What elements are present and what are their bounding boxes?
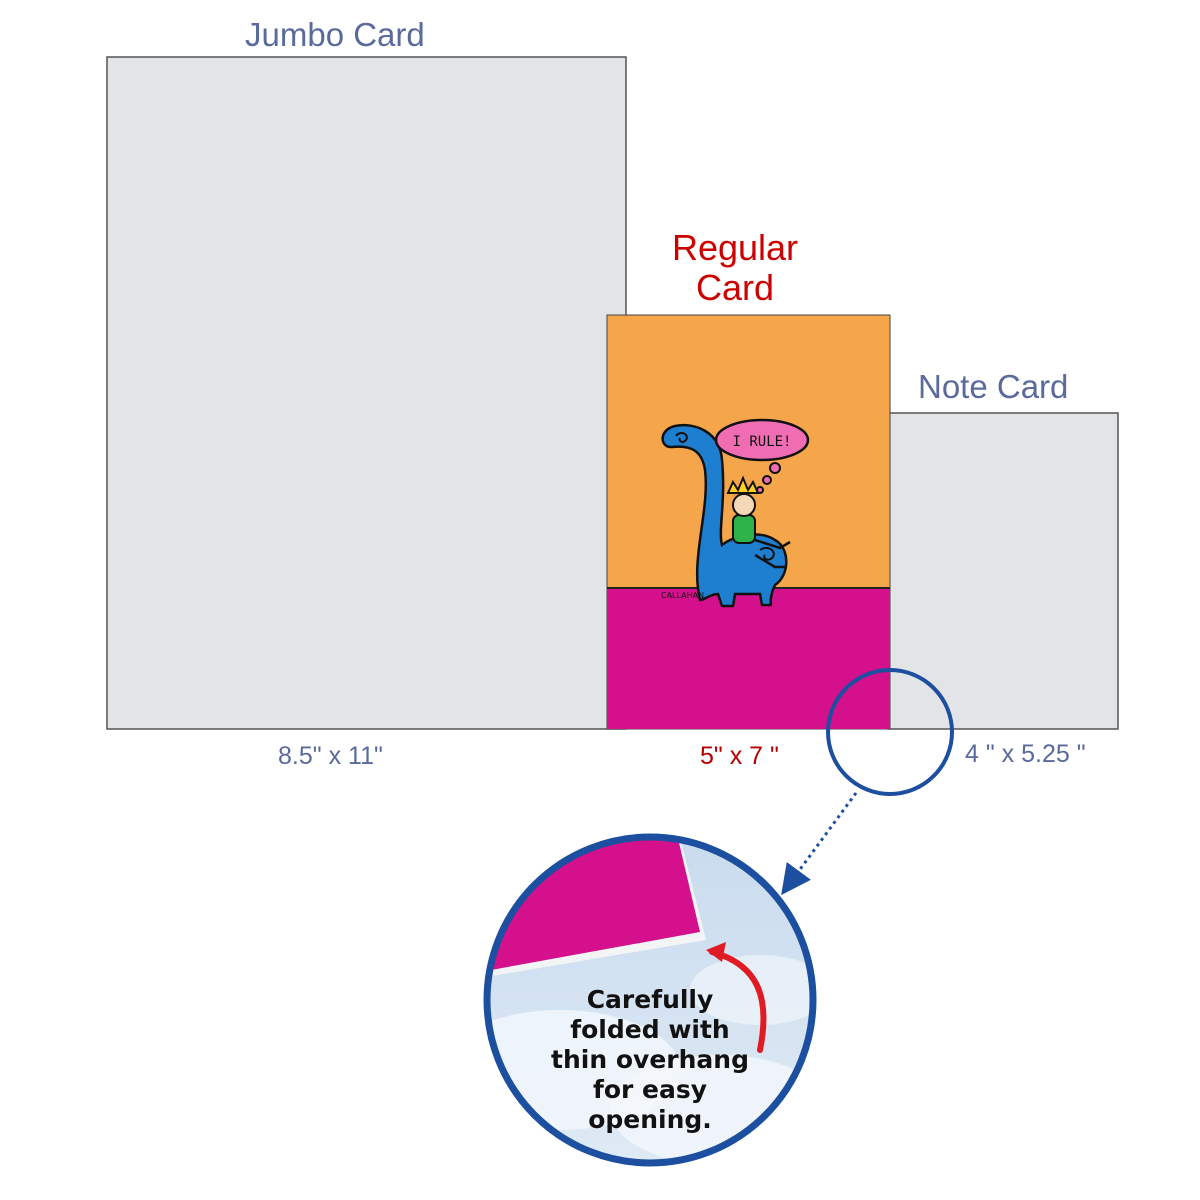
- speech-text: I RULE!: [732, 434, 791, 450]
- regular-card-title: Regular Card: [660, 228, 810, 308]
- regular-card: I RULE! CALLAHAN: [606, 314, 891, 730]
- dotted-pointer-arrow: [781, 792, 858, 896]
- red-curved-arrow: [709, 949, 767, 1053]
- note-card-size: 4 " x 5.25 ": [965, 740, 1086, 768]
- note-card-title: Note Card: [918, 368, 1069, 405]
- caption-line-5: opening.: [588, 1105, 712, 1134]
- magnified-callout-border: [483, 833, 817, 1167]
- note-card: [887, 412, 1119, 730]
- caption-line-2: folded with: [570, 1015, 730, 1044]
- jumbo-card-title: Jumbo Card: [245, 16, 425, 53]
- jumbo-card-size: 8.5" x 11": [278, 742, 383, 770]
- caption-line-3: thin overhang: [551, 1045, 749, 1074]
- caption-line-4: for easy: [592, 1075, 708, 1104]
- regular-title-line1: Regular: [671, 227, 799, 268]
- artist-signature: CALLAHAN: [661, 591, 704, 600]
- regular-title-line2: Card: [695, 267, 775, 308]
- regular-card-size: 5" x 7 ": [700, 742, 779, 770]
- dinosaur-illustration: [661, 423, 791, 608]
- caption-line-1: Carefully: [586, 985, 714, 1014]
- overhang-caption: Carefully folded with thin overhang for …: [520, 985, 780, 1135]
- thought-bubble: I RULE!: [714, 418, 810, 494]
- jumbo-card: [106, 56, 627, 730]
- zoom-target-circle: [826, 668, 954, 796]
- red-arrow-head: [706, 942, 726, 962]
